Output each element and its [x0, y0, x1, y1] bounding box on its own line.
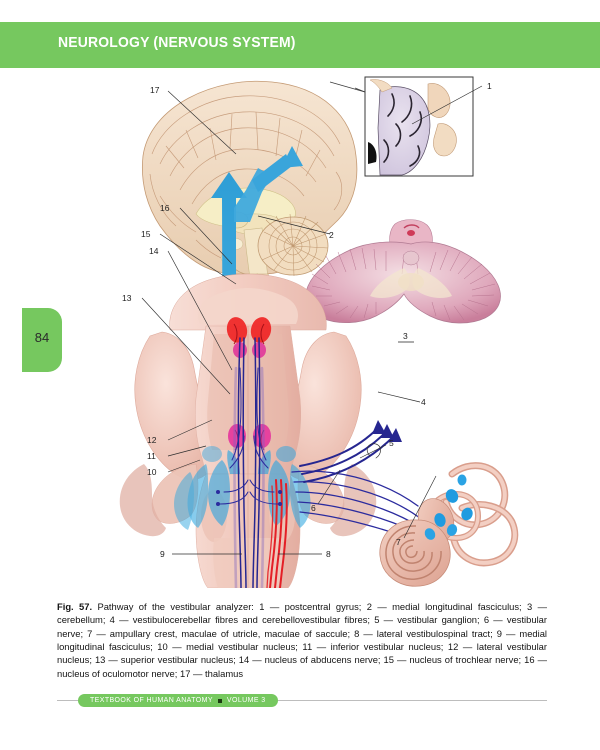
label-2-medial-longitudinal-fasciculus: 2	[329, 230, 334, 240]
label-4-vestibulocerebellar-fibres: 4	[421, 397, 426, 407]
page-title: NEUROLOGY (NERVOUS SYSTEM)	[58, 34, 296, 51]
figure-number: Fig. 57.	[57, 601, 93, 612]
label-15-nucleus-of-trochlear-nerve: 15	[141, 229, 151, 239]
label-1-postcentral-gyrus: 1	[487, 81, 492, 91]
label-8-lateral-vestibulospinal-tract: 8	[326, 549, 331, 559]
membranous-labyrinth-illustration	[379, 462, 519, 587]
label-9-medial-longitudinal-fasciculus: 9	[160, 549, 165, 559]
label-7-ampullary-crest: 7	[396, 537, 401, 547]
figure-vestibular-pathway: 1 2 3 4 5 6 7 8 9 10 11 12 13 14 15 16 1…	[0, 68, 600, 588]
cerebellum-cross-section	[305, 219, 501, 343]
footer-pill: TEXTBOOK OF HUMAN ANATOMY VOLUME 3	[78, 694, 278, 707]
page-number-tab	[22, 308, 62, 372]
label-16-nucleus-of-oculomotor-nerve: 16	[160, 203, 170, 213]
label-13-superior-vestibular-nucleus: 13	[122, 293, 132, 303]
cortex-section-inset	[329, 76, 483, 177]
label-10-medial-vestibular-nucleus: 10	[147, 467, 157, 477]
page-header-band	[0, 22, 600, 68]
footer-square-icon	[217, 698, 222, 703]
page-number: 84	[34, 330, 50, 345]
label-17-thalamus: 17	[150, 85, 160, 95]
label-leader-lines	[141, 90, 437, 555]
footer-volume: VOLUME 3	[226, 697, 266, 704]
vestibular-nuclei	[174, 446, 311, 530]
footer-book-title: TEXTBOOK OF HUMAN ANATOMY	[90, 697, 213, 704]
label-6-vestibular-nerve: 6	[311, 503, 316, 513]
figure-caption-text: Pathway of the vestibular analyzer: 1 — …	[57, 601, 547, 679]
label-14-nucleus-of-abducens-nerve: 14	[149, 246, 159, 256]
figure-caption: Fig. 57. Pathway of the vestibular analy…	[57, 600, 547, 680]
label-3-cerebellum: 3	[403, 331, 408, 341]
footer-divider	[57, 700, 547, 701]
label-5-vestibular-ganglion: 5	[389, 438, 394, 448]
label-12-lateral-vestibular-nucleus: 12	[147, 435, 157, 445]
label-11-inferior-vestibular-nucleus: 11	[147, 451, 156, 461]
